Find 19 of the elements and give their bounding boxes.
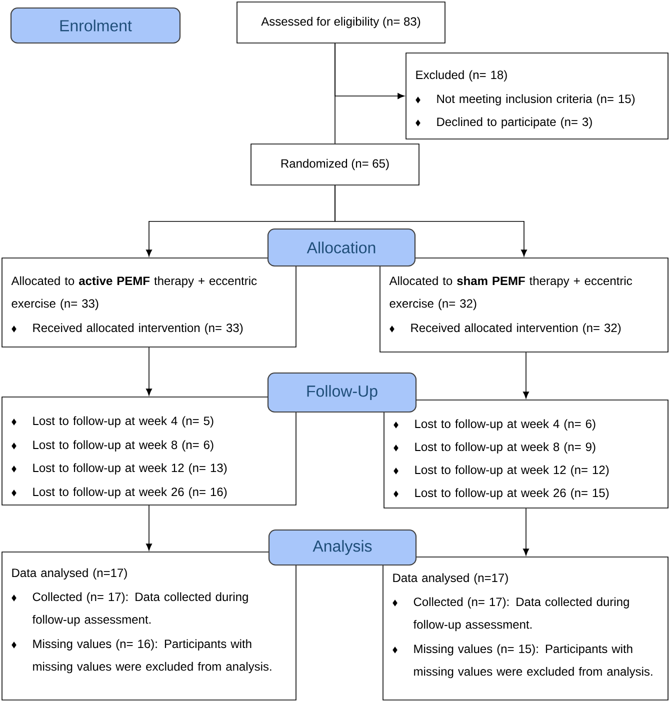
arrow bbox=[146, 347, 152, 396]
stage-header: Allocation bbox=[267, 228, 416, 267]
flow-box: Allocated to sham PEMF therapy + eccentric exercise (n= 32) Received allocated intervention (n= 32) bbox=[380, 258, 668, 352]
arrow bbox=[334, 43, 404, 99]
stage-header: Enrolment bbox=[10, 7, 181, 44]
stage-header: Analysis bbox=[268, 529, 417, 566]
flow-box: Randomized (n= 65) bbox=[250, 144, 420, 186]
flow-box: Lost to follow-up at week 4 (n= 6) Lost to follow-up at week 8 (n= 9) Lost to follow-up at week 12 (n= 12) Lost to follow-up at week 26 (n= 15) bbox=[384, 400, 668, 508]
flow-box: Assessed for eligibility (n= 83) bbox=[236, 2, 446, 44]
arrow bbox=[334, 185, 527, 256]
flow-box: Excluded (n= 18) Not meeting inclusion criteria (n= 15) Declined to participate (n= 3) bbox=[406, 52, 668, 140]
arrow bbox=[523, 508, 529, 556]
flow-box: Lost to follow-up at week 4 (n= 5) Lost to follow-up at week 8 (n= 6) Lost to follow-up at week 12 (n= 13) Lost to follow-up at week 26 (n= 16) bbox=[2, 396, 296, 506]
flow-box: Data analysed (n=17) Collected (n= 17): Data collected during follow-up assessment. Missing values (n= 16): Participants with missing values were excluded from analysis. bbox=[2, 552, 296, 700]
arrow bbox=[523, 352, 529, 398]
stage-header: Follow-Up bbox=[267, 372, 417, 413]
flow-box: Allocated to active PEMF therapy + eccentric exercise (n= 33) Received allocated intervention (n= 33) bbox=[2, 258, 296, 348]
flow-box: Data analysed (n=17) Collected (n= 17): Data collected during follow-up assessment. Missing values (n= 15): Participants with missing values were excluded from analysis. bbox=[382, 556, 668, 700]
arrow bbox=[146, 505, 152, 550]
